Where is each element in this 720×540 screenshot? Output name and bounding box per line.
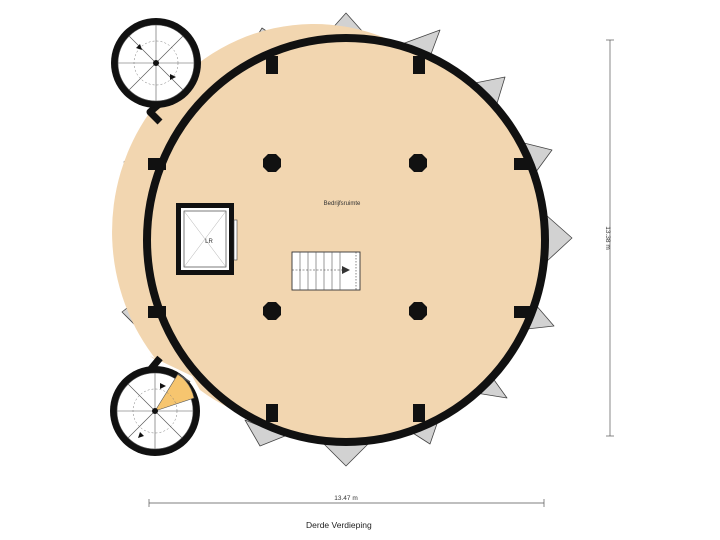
pilaster-bottom-left: [266, 404, 278, 422]
spiral-top-arrow-1: [170, 74, 176, 80]
columns: [263, 154, 427, 320]
tower-wall: [143, 34, 549, 446]
pilaster-right-top: [514, 158, 532, 170]
spiral-stair-top: [111, 18, 201, 108]
buttress-right-3: [545, 214, 573, 263]
elevator-label: LR: [205, 239, 213, 245]
height-dimension-label: 13.38 m: [604, 226, 611, 250]
column-bottom-right: [409, 302, 427, 320]
spiral-bottom-arrow-1: [160, 383, 166, 389]
central-staircase: [291, 251, 361, 291]
column-top-right: [409, 154, 427, 172]
wall-pilasters: [148, 56, 532, 422]
spiral-top-arrow-2: [136, 44, 142, 50]
column-top-left: [263, 154, 281, 172]
pilaster-top-right: [413, 56, 425, 74]
stair-direction-arrow: [342, 266, 350, 274]
pilaster-top-left: [266, 56, 278, 74]
width-dimension: [148, 499, 545, 507]
pilaster-left-bottom: [148, 306, 166, 318]
height-dimension: [606, 39, 614, 437]
column-bottom-left: [263, 302, 281, 320]
spiral-bottom-arrow-2: [138, 432, 144, 438]
pilaster-left-top: [148, 158, 166, 170]
pilaster-right-bottom: [514, 306, 532, 318]
main-room-label: Bedrijfsruimte: [324, 201, 361, 207]
elevator-shaft: LR: [176, 203, 238, 275]
pilaster-bottom-right: [413, 404, 425, 422]
spiral-stair-bottom: [110, 366, 200, 456]
floor-title: Derde Verdieping: [306, 520, 372, 530]
width-dimension-label: 13.47 m: [334, 495, 358, 502]
